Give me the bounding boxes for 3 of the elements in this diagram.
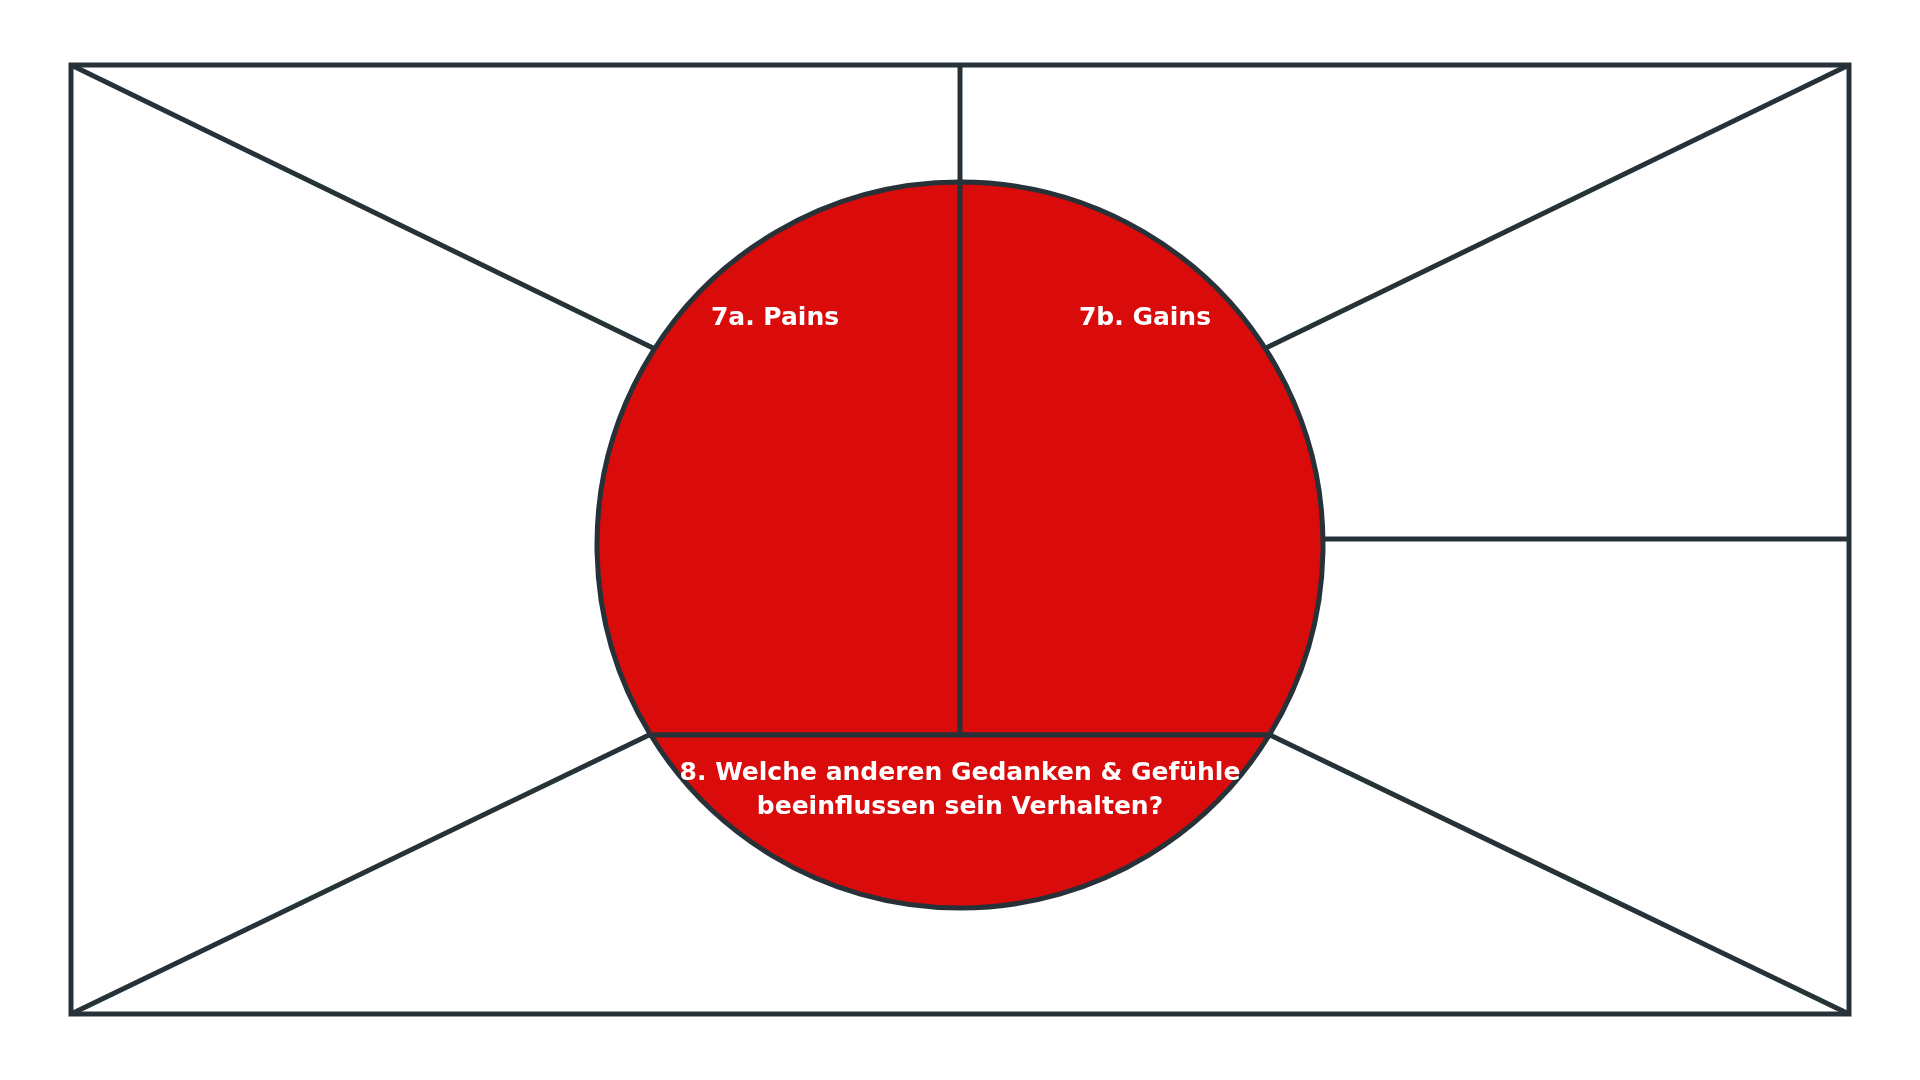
section-label: 8. Welche anderen Gedanken & Gefühle beeinflussen sein Verhalten? [678, 756, 1242, 822]
section-label: 7b. Gains [1077, 301, 1213, 333]
section-label: 7a. Pains [709, 301, 841, 333]
